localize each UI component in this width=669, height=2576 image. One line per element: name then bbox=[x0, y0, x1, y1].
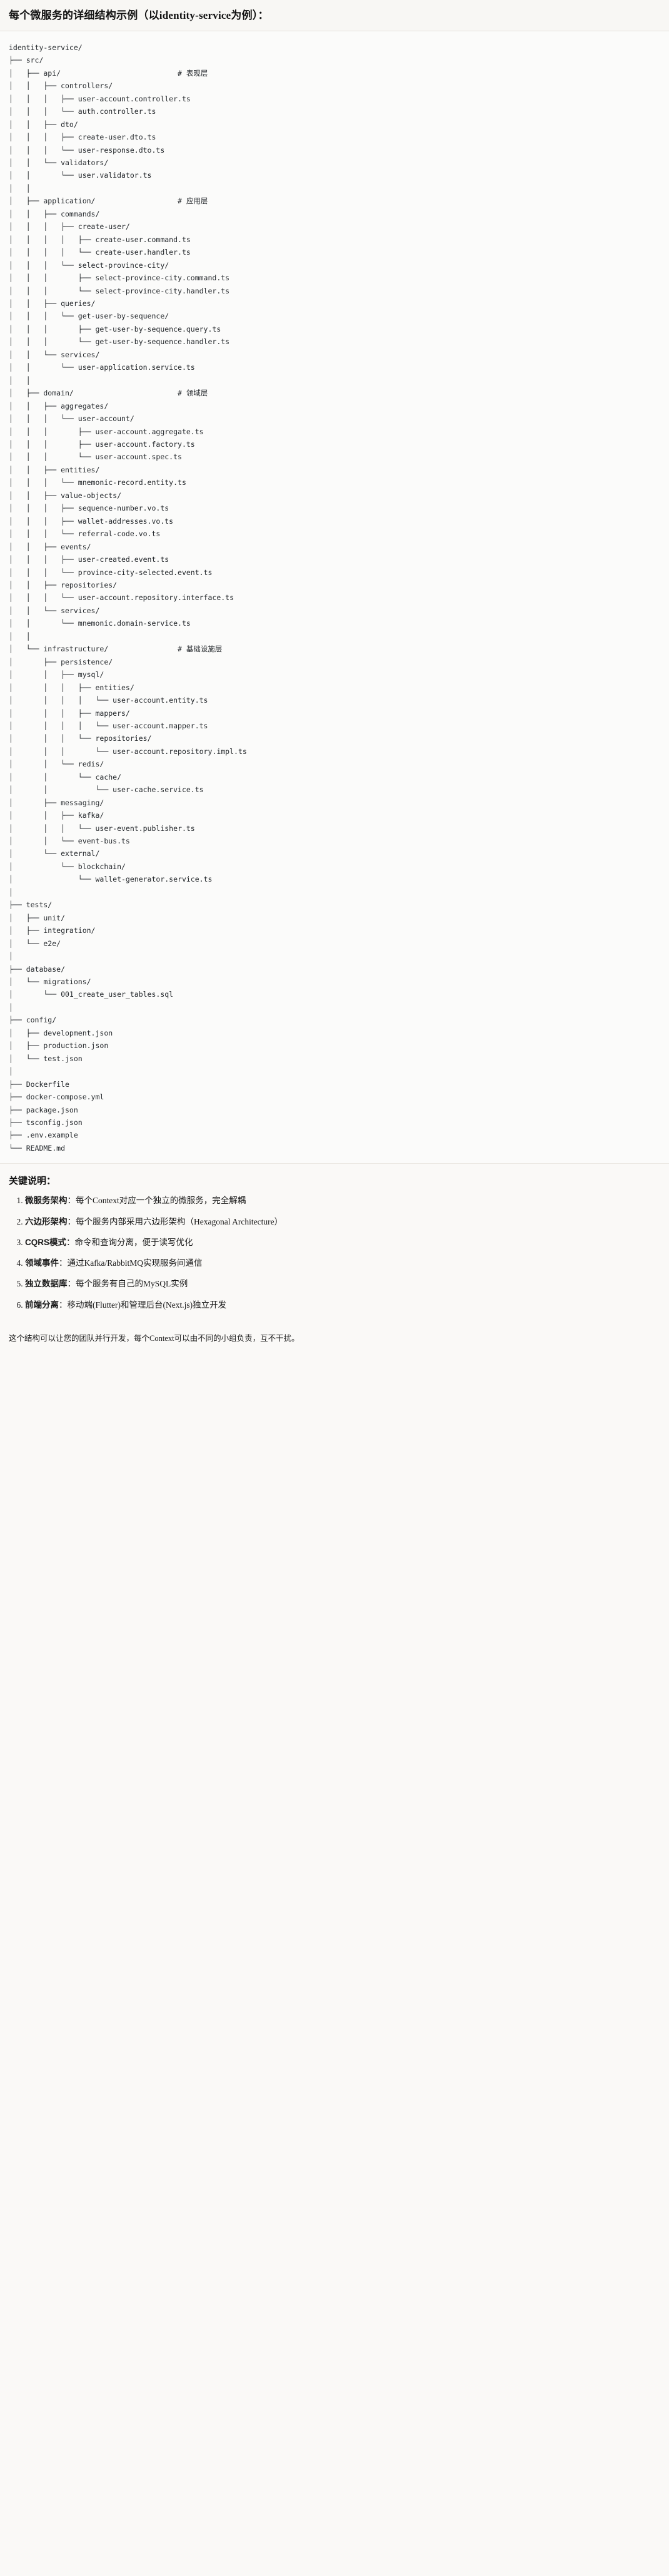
key-note-item: 微服务架构：每个Context对应一个独立的微服务，完全解耦 bbox=[25, 1194, 660, 1207]
directory-tree: identity-service/ ├── src/ │ ├── api/ # … bbox=[9, 43, 247, 1153]
key-note-item: 前端分离：移动端(Flutter)和管理后台(Next.js)独立开发 bbox=[25, 1299, 660, 1311]
key-note-item: 领域事件：通过Kafka/RabbitMQ实现服务间通信 bbox=[25, 1257, 660, 1270]
key-note-term: 六边形架构 bbox=[25, 1216, 68, 1226]
key-note-separator: ： bbox=[59, 1258, 68, 1268]
key-note-term: 微服务架构 bbox=[25, 1196, 68, 1206]
key-notes-list: 微服务架构：每个Context对应一个独立的微服务，完全解耦六边形架构：每个服务… bbox=[9, 1194, 660, 1311]
document-header: 每个微服务的详细结构示例（以identity-service为例）： bbox=[0, 0, 669, 31]
key-note-description: 每个服务内部采用六边形架构（Hexagonal Architecture） bbox=[76, 1216, 283, 1226]
key-note-item: 六边形架构：每个服务内部采用六边形架构（Hexagonal Architectu… bbox=[25, 1216, 660, 1228]
key-note-term: 独立数据库 bbox=[25, 1279, 68, 1289]
key-notes-section: 关键说明： 微服务架构：每个Context对应一个独立的微服务，完全解耦六边形架… bbox=[0, 1164, 669, 1326]
closing-paragraph: 这个结构可以让您的团队并行开发，每个Context可以由不同的小组负责，互不干扰… bbox=[0, 1331, 669, 1355]
key-note-term: 前端分离 bbox=[25, 1300, 59, 1310]
key-note-term: 领域事件 bbox=[25, 1258, 59, 1268]
key-note-item: CQRS模式：命令和查询分离，便于读写优化 bbox=[25, 1236, 660, 1249]
key-note-separator: ： bbox=[66, 1237, 75, 1247]
key-note-description: 命令和查询分离，便于读写优化 bbox=[74, 1237, 193, 1247]
document-page: 每个微服务的详细结构示例（以identity-service为例）： ident… bbox=[0, 0, 669, 1355]
key-note-description: 移动端(Flutter)和管理后台(Next.js)独立开发 bbox=[67, 1300, 227, 1310]
key-notes-title: 关键说明： bbox=[9, 1176, 56, 1187]
key-note-separator: ： bbox=[67, 1216, 76, 1226]
key-note-separator: ： bbox=[59, 1300, 68, 1310]
key-note-item: 独立数据库：每个服务有自己的MySQL实例 bbox=[25, 1278, 660, 1290]
page-title: 每个微服务的详细结构示例（以identity-service为例）： bbox=[9, 9, 269, 21]
key-note-term: CQRS模式 bbox=[25, 1237, 67, 1247]
key-note-separator: ： bbox=[67, 1279, 76, 1289]
key-note-description: 每个服务有自己的MySQL实例 bbox=[76, 1279, 188, 1289]
key-note-separator: ： bbox=[67, 1196, 76, 1206]
key-note-description: 每个Context对应一个独立的微服务，完全解耦 bbox=[76, 1196, 246, 1206]
key-note-description: 通过Kafka/RabbitMQ实现服务间通信 bbox=[67, 1258, 203, 1268]
directory-tree-block: identity-service/ ├── src/ │ ├── api/ # … bbox=[0, 31, 669, 1164]
